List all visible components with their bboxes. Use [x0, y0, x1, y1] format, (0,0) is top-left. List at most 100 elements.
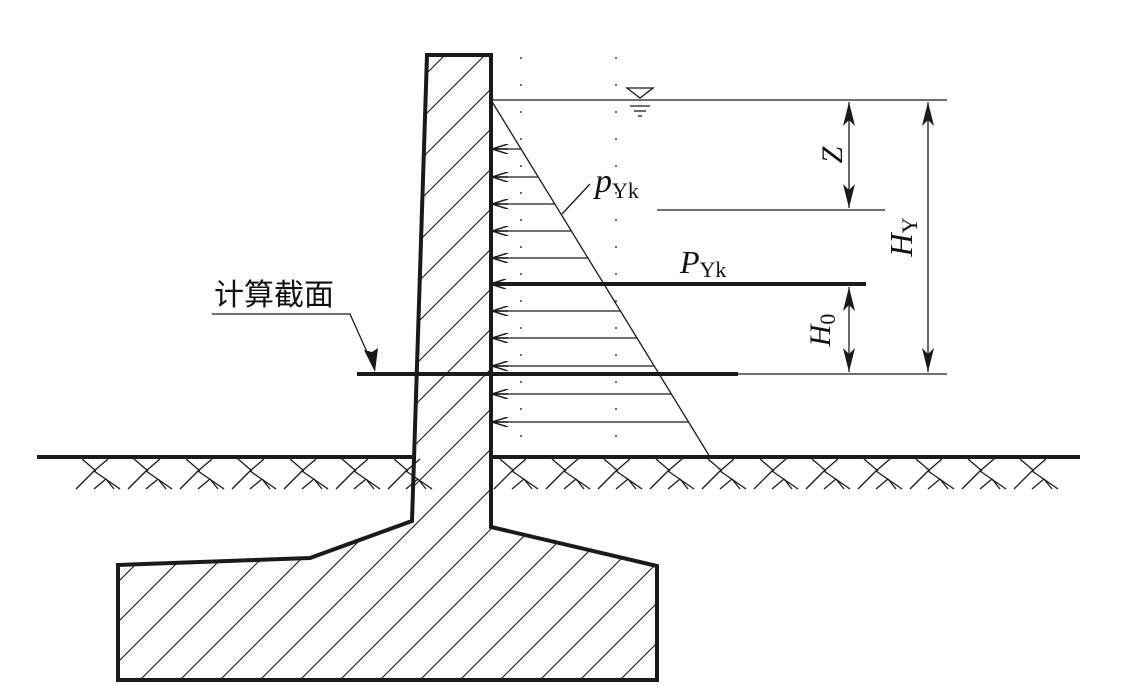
soil-hatch-line [341, 458, 357, 472]
soil-hatch-line [707, 458, 723, 472]
pyk-label: pYk [593, 163, 639, 203]
soil-hatch-line [127, 470, 147, 490]
section-leader-arrowhead [364, 348, 378, 372]
soil-hatch-line [545, 470, 565, 490]
pressure-arrows [493, 149, 689, 422]
soil-hatch-line [93, 458, 109, 472]
soil-hatch-line [603, 458, 619, 472]
soil-hatch-line [667, 478, 681, 490]
soil-hatch-line [753, 470, 773, 490]
soil-hatch-line [393, 458, 409, 472]
hatch-line [118, 55, 657, 680]
hatch-line [118, 55, 541, 680]
soil-hatch-line [405, 478, 419, 490]
soil-hatch-line [353, 478, 367, 490]
soil-hatch-line [615, 478, 629, 490]
soil-hatching [75, 458, 1059, 490]
soil-hatch-line [511, 478, 525, 490]
soil-hatch-line [197, 458, 213, 472]
hatch-line [599, 55, 657, 680]
soil-hatch-line [231, 470, 251, 490]
soil-hatch-line [627, 478, 637, 490]
hatch-line [118, 55, 181, 680]
soil-hatch-line [979, 478, 993, 490]
pressure-distribution-line [490, 99, 711, 458]
dimension-hy [922, 102, 934, 372]
soil-hatch-line [679, 478, 689, 490]
soil-hatch-line [563, 478, 577, 490]
hatch-line [559, 55, 657, 680]
soil-hatch-line [719, 478, 733, 490]
soil-hatch-line [249, 458, 265, 472]
dimension-z [843, 102, 855, 208]
hatch-line [639, 55, 657, 680]
soil-hatch-line [759, 458, 775, 472]
hatch-line [118, 55, 341, 680]
hatch-line [479, 55, 657, 680]
soil-hatch-line [719, 458, 735, 472]
soil-hatch-line [961, 470, 981, 490]
soil-hatch-line [133, 458, 149, 472]
soil-hatch-line [261, 478, 271, 490]
dimension-h0 [843, 287, 855, 372]
hatch-line [118, 55, 621, 680]
soil-hatch-line [597, 470, 617, 490]
soil-hatch-line [301, 458, 317, 472]
soil-hatch-line [209, 478, 219, 490]
hatch-line [680, 0, 1128, 685]
soil-hatch-line [835, 478, 845, 490]
soil-hatch-line [1043, 478, 1053, 490]
soil-hatch-line [523, 478, 533, 490]
soil-hatch-line [289, 458, 305, 472]
soil-hatch-line [405, 458, 421, 472]
soil-hatch-line [365, 478, 375, 490]
soil-hatch-line [75, 470, 95, 490]
soil-hatch-line [701, 470, 721, 490]
soil-hatch-line [875, 458, 891, 472]
soil-hatch-line [93, 478, 107, 490]
hatch-line [118, 55, 221, 680]
hatch-line [399, 55, 657, 680]
soil-hatch-line [511, 458, 527, 472]
calculation-section-label: 计算截面 [214, 278, 334, 313]
hatch-line [359, 55, 657, 680]
soil-hatch-line [499, 458, 515, 472]
guide-dots [520, 57, 617, 437]
soil-hatch-line [249, 478, 263, 490]
soil-hatch-line [387, 470, 407, 490]
hatch-line [199, 55, 657, 680]
soil-hatch-line [863, 458, 879, 472]
soil-hatch-line [811, 458, 827, 472]
soil-hatch-line [551, 458, 567, 472]
soil-hatch-line [771, 478, 785, 490]
soil-hatch-line [493, 470, 513, 490]
hatch-line [118, 55, 261, 680]
hatch-line [118, 55, 657, 680]
soil-hatch-line [417, 478, 427, 490]
hatch-line [519, 55, 657, 680]
soil-hatch-line [823, 458, 839, 472]
hatch-line [118, 55, 657, 680]
soil-hatch-line [649, 470, 669, 490]
hatch-line [0, 0, 100, 685]
hatch-line [118, 55, 461, 680]
water-level-symbol [625, 87, 655, 117]
soil-hatch-line [939, 478, 949, 490]
retaining-wall-outline [116, 53, 659, 682]
soil-hatch-line [805, 470, 825, 490]
soil-hatch-line [915, 458, 931, 472]
soil-hatch-line [927, 478, 941, 490]
soil-hatch-line [81, 458, 97, 472]
soil-hatch-line [1031, 458, 1047, 472]
soil-hatch-line [615, 458, 631, 472]
hatch-line [279, 55, 657, 680]
soil-hatch-line [563, 458, 579, 472]
soil-hatch-line [145, 458, 161, 472]
soil-hatch-line [179, 470, 199, 490]
hatch-line [118, 55, 381, 680]
soil-hatch-line [979, 458, 995, 472]
hatch-line [159, 55, 657, 680]
soil-hatch-line [335, 470, 355, 490]
